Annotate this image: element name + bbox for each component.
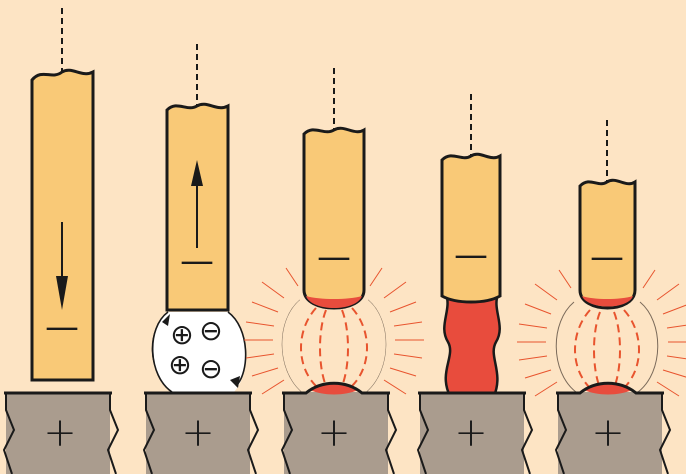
electrode-polarity-label: — (180, 241, 214, 281)
charge-flow-arrowhead-icon (162, 314, 170, 326)
workpiece-block (284, 392, 388, 474)
stage-5: — + (516, 120, 686, 474)
workpiece-break-left (2, 393, 16, 474)
workpiece-surface (556, 381, 664, 395)
stage-2: — ⊕ ⊖ ⊕ ⊖ + (142, 44, 260, 474)
positive-charge-icon: ⊕ (170, 318, 193, 351)
negative-charge-icon: ⊖ (199, 314, 222, 347)
stage-3: — + (243, 68, 425, 474)
workpiece-break-left (142, 393, 156, 474)
workpiece-block (420, 392, 524, 474)
arc-field-lines (574, 309, 640, 389)
charge-flow-arrowhead-icon (230, 376, 240, 388)
charge-gap-fill (152, 312, 247, 392)
workpiece-polarity-label: + (591, 410, 625, 456)
electrode-polarity-label: — (590, 237, 624, 277)
stage-4: — + (416, 94, 534, 474)
workpiece-break-right (106, 393, 120, 474)
down-arrowhead-icon (56, 276, 68, 310)
electrode-polarity-label: — (45, 307, 79, 347)
workpiece-break-left (416, 393, 430, 474)
workpiece-polarity-label: + (181, 410, 215, 456)
workpiece-block (558, 392, 662, 474)
charge-gap-curve-left (151, 311, 173, 393)
workpiece-surface (282, 381, 390, 395)
arc-field-lines (300, 307, 368, 387)
electrode-polarity-label: — (317, 237, 351, 277)
workpiece-break-right (520, 393, 534, 474)
workpiece-break-left (554, 393, 568, 474)
workpiece-break-right (246, 393, 260, 474)
arc-envelope (555, 301, 659, 393)
workpiece-polarity-label: + (317, 410, 351, 456)
workpiece-block (6, 392, 110, 474)
workpiece-block (146, 392, 250, 474)
arc-envelope-fill (556, 302, 658, 392)
charge-gap-curve-right (227, 311, 247, 387)
molten-tip (582, 296, 633, 307)
up-arrowhead-icon (191, 160, 203, 186)
molten-bridge (443, 292, 501, 398)
stage-1: — + (2, 8, 120, 474)
electrode-rod (578, 178, 637, 310)
workpiece-break-right (658, 393, 672, 474)
workpiece-break-right (384, 393, 398, 474)
negative-charge-icon: ⊖ (199, 352, 222, 385)
positive-charge-icon: ⊕ (168, 348, 191, 381)
workpiece-polarity-label: + (454, 410, 488, 456)
electrode-rod (302, 126, 366, 310)
arc-envelope-fill (282, 300, 386, 392)
workpiece-break-left (280, 393, 294, 474)
electrode-rod (440, 152, 502, 304)
workpiece-polarity-label: + (43, 410, 77, 456)
molten-tip (306, 296, 362, 308)
electrode-polarity-label: — (454, 235, 488, 275)
